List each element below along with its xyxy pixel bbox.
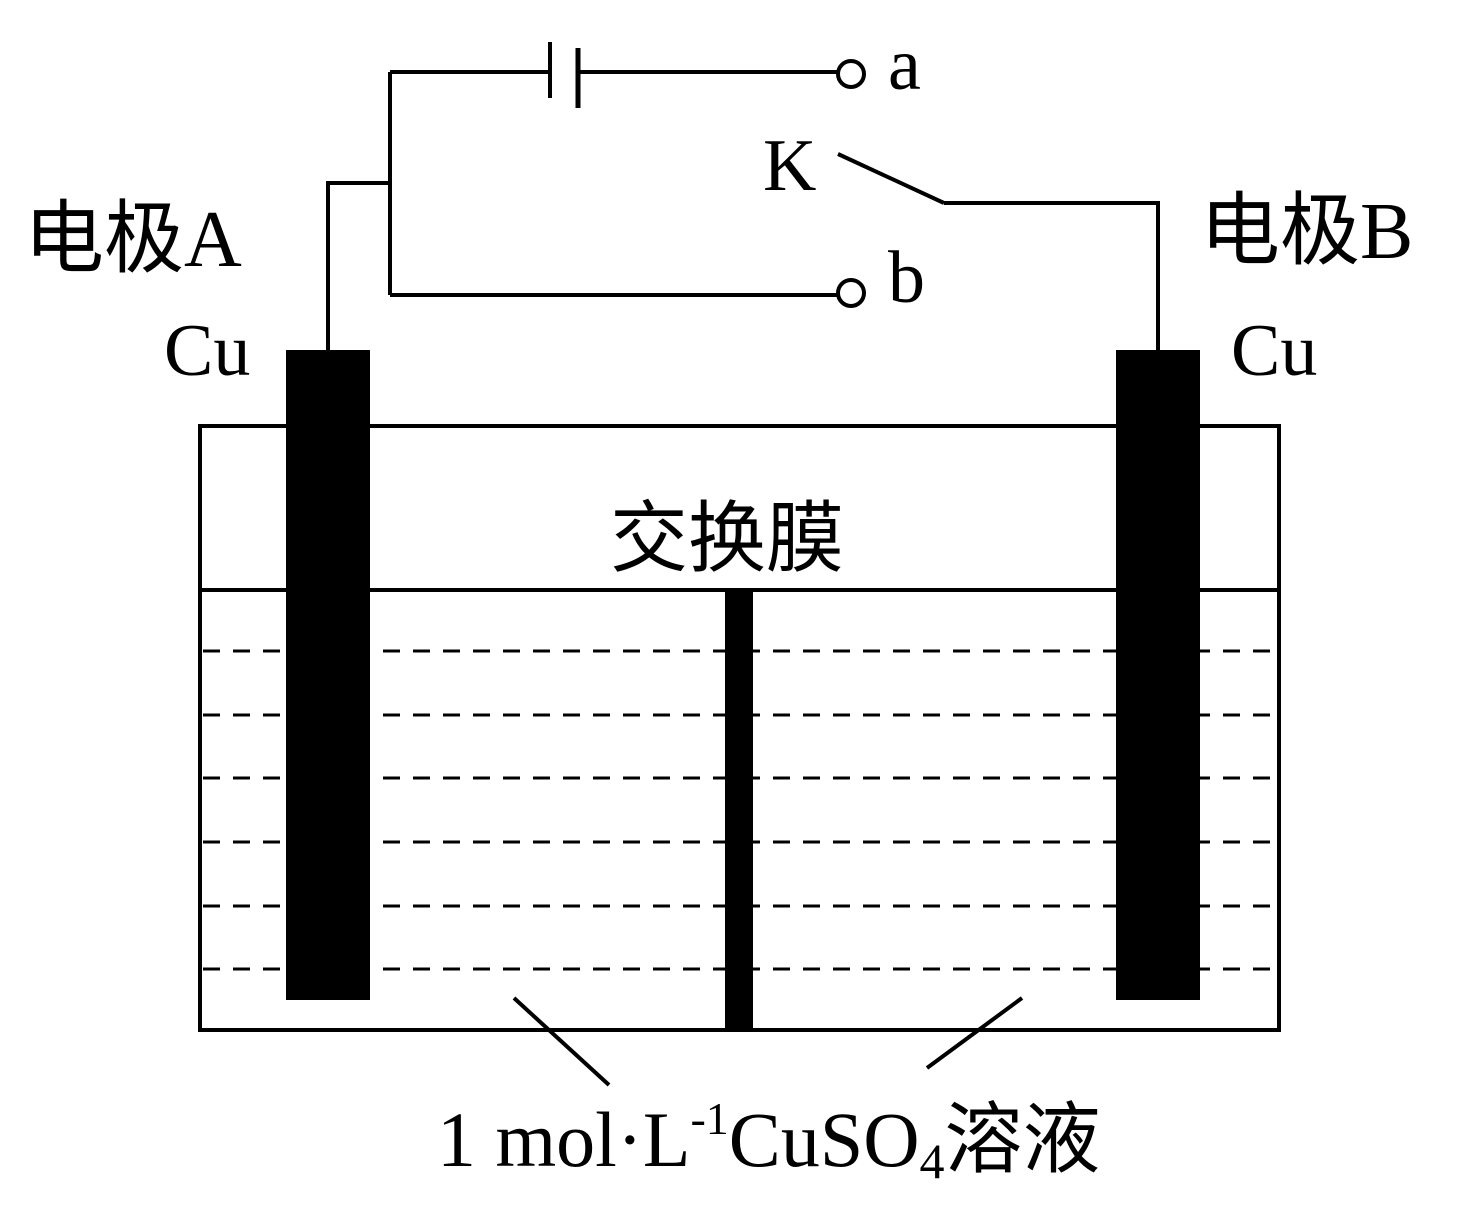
electrode-b [1116, 350, 1200, 1000]
electrode-b-label: 电极B [1200, 188, 1413, 276]
membrane-label: 交换膜 [610, 495, 844, 582]
terminal-b-label: b [888, 237, 925, 319]
material-a-label: Cu [164, 310, 250, 392]
switch-label: K [763, 125, 816, 207]
solution-concentration: 1 mol·L [437, 1096, 690, 1183]
material-b-label: Cu [1231, 310, 1317, 392]
wire-electrode-a [326, 181, 390, 350]
terminal-a-label: a [888, 24, 921, 106]
solution-formula: CuSO [729, 1096, 920, 1183]
exchange-membrane [725, 592, 753, 1032]
circuit [326, 42, 1160, 350]
solution-leader-right [925, 996, 1024, 1070]
solution-subscript: 4 [920, 1133, 945, 1189]
electrode-a-label: 电极A [24, 196, 242, 284]
solution-suffix: 溶液 [945, 1096, 1101, 1183]
terminal-b-circle [836, 278, 866, 308]
wire-electrode-b [944, 201, 1160, 350]
solution-exponent: -1 [690, 1093, 728, 1144]
switch-blade [837, 152, 945, 205]
terminal-a-circle [836, 59, 866, 89]
electrode-a [286, 350, 370, 1000]
battery-symbol [548, 42, 581, 108]
solution-label: 1 mol·L-1CuSO4溶液 [437, 1093, 1101, 1189]
solution-leader-left [512, 996, 611, 1087]
